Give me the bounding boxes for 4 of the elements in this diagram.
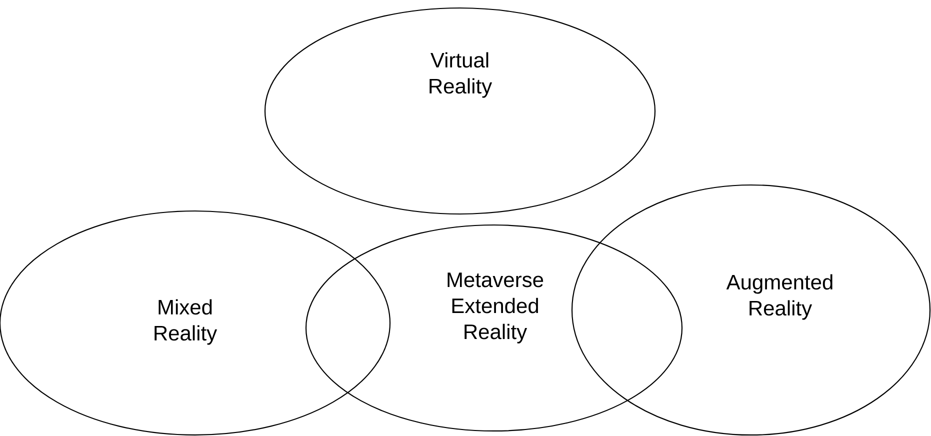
region-label: Metaverse Extended Reality <box>448 272 544 344</box>
region-label: Mixed Reality <box>154 299 218 345</box>
region-label: Virtual Reality <box>430 52 492 98</box>
region-label: Augmented Reality <box>726 274 832 320</box>
